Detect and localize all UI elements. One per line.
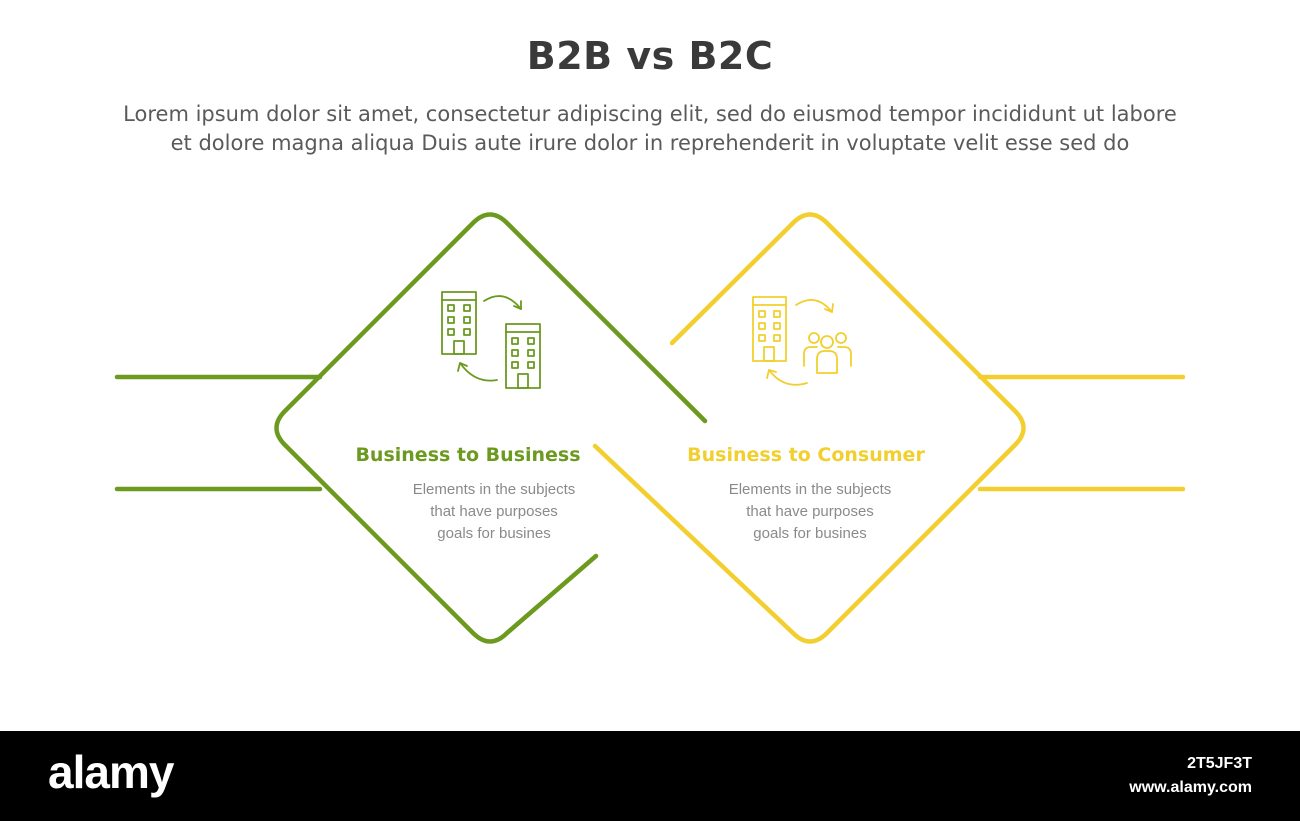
b2c-diamond	[592, 212, 1186, 644]
b2c-desc-line-2: that have purposes	[746, 503, 874, 520]
watermark-footer: alamy 2T5JF3T www.alamy.com	[0, 731, 1300, 821]
b2c-title: Business to Consumer	[687, 444, 925, 466]
b2b-title: Business to Business	[355, 444, 581, 466]
subtitle-line-1: Lorem ipsum dolor sit amet, consectetur …	[123, 102, 1177, 126]
building-to-people-icon	[752, 296, 852, 386]
page-title: B2B vs B2C	[526, 34, 774, 78]
b2b-diamond-outline	[274, 212, 708, 644]
alamy-logo: alamy	[48, 746, 174, 798]
b2b-desc-line-3: goals for busines	[437, 525, 551, 542]
buildings-exchange-icon	[441, 291, 541, 389]
footer-url: www.alamy.com	[1129, 779, 1252, 796]
page-subtitle: Lorem ipsum dolor sit amet, consectetur …	[50, 100, 1250, 158]
b2b-diamond	[114, 212, 708, 644]
b2b-desc-line-1: Elements in the subjects	[412, 481, 576, 498]
b2b-description: Elements in the subjects that have purpo…	[374, 479, 614, 545]
b2c-description: Elements in the subjects that have purpo…	[690, 479, 930, 545]
b2c-desc-line-1: Elements in the subjects	[728, 481, 892, 498]
image-id: 2T5JF3T	[1187, 755, 1252, 772]
subtitle-line-2: et dolore magna aliqua Duis aute irure d…	[170, 131, 1130, 155]
b2c-desc-line-3: goals for busines	[753, 525, 867, 542]
b2b-desc-line-2: that have purposes	[430, 503, 558, 520]
b2c-diamond-outline	[592, 212, 1026, 644]
